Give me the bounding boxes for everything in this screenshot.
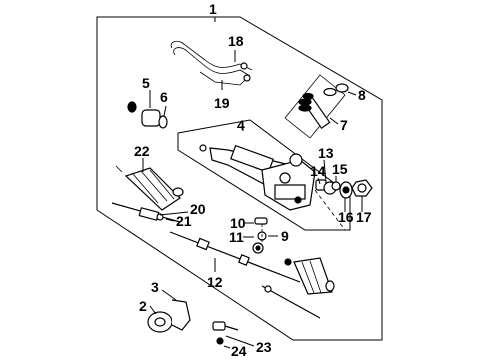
bellows-boot-right bbox=[284, 257, 335, 295]
callout-7: 7 bbox=[340, 117, 348, 133]
callout-23-leader bbox=[225, 335, 255, 347]
callout-8-leader bbox=[347, 91, 357, 96]
callout-13: 13 bbox=[318, 145, 334, 161]
callout-20: 20 bbox=[190, 201, 206, 217]
callout-23: 23 bbox=[256, 339, 272, 355]
callout-9: 9 bbox=[281, 228, 289, 244]
rack-shaft bbox=[169, 231, 301, 283]
callout-20-leader bbox=[159, 211, 189, 216]
callout-14: 14 bbox=[310, 163, 326, 179]
callout-19: 19 bbox=[214, 95, 230, 111]
callout-4: 4 bbox=[237, 117, 245, 133]
assembly-outline bbox=[96, 16, 383, 341]
callout-17: 17 bbox=[356, 209, 372, 225]
valve-side-parts bbox=[315, 179, 373, 199]
callout-3-leader bbox=[161, 289, 177, 301]
callout-6-leader bbox=[163, 105, 167, 117]
callout-6: 6 bbox=[160, 89, 168, 105]
callout-22: 22 bbox=[134, 143, 150, 159]
pressure-lines bbox=[170, 40, 253, 86]
callout-5: 5 bbox=[142, 75, 150, 91]
callout-11: 11 bbox=[229, 229, 244, 245]
tie-rod-right bbox=[261, 285, 321, 319]
callout-13-leader bbox=[323, 159, 327, 183]
callout-21: 21 bbox=[176, 213, 192, 229]
callout-10: 10 bbox=[230, 215, 246, 231]
callout-15: 15 bbox=[332, 161, 348, 177]
callout-16: 16 bbox=[338, 209, 354, 225]
callout-24-leader bbox=[223, 345, 231, 349]
callout-2-leader bbox=[149, 305, 157, 315]
tie-rod-left bbox=[111, 202, 181, 223]
mounting-bushing bbox=[127, 101, 168, 129]
valve-cap bbox=[335, 83, 349, 93]
rack-housing bbox=[199, 144, 346, 231]
bellows-boot-left bbox=[115, 165, 184, 211]
callout-18: 18 bbox=[228, 33, 244, 49]
callout-21-leader bbox=[165, 218, 175, 222]
control-valve-assembly bbox=[284, 74, 346, 139]
callout-2: 2 bbox=[139, 298, 147, 314]
callout-12: 12 bbox=[207, 274, 223, 290]
callout-8: 8 bbox=[358, 87, 366, 103]
lower-bushing bbox=[147, 299, 191, 333]
callout-7-leader bbox=[329, 117, 339, 125]
tie-rod-end bbox=[212, 321, 239, 345]
callout-14-leader bbox=[317, 177, 321, 185]
callout-1: 1 bbox=[209, 1, 217, 17]
callout-24: 24 bbox=[231, 343, 247, 359]
callout-3: 3 bbox=[151, 279, 159, 295]
adjuster-parts bbox=[252, 217, 268, 254]
subassembly-outline bbox=[177, 119, 351, 231]
